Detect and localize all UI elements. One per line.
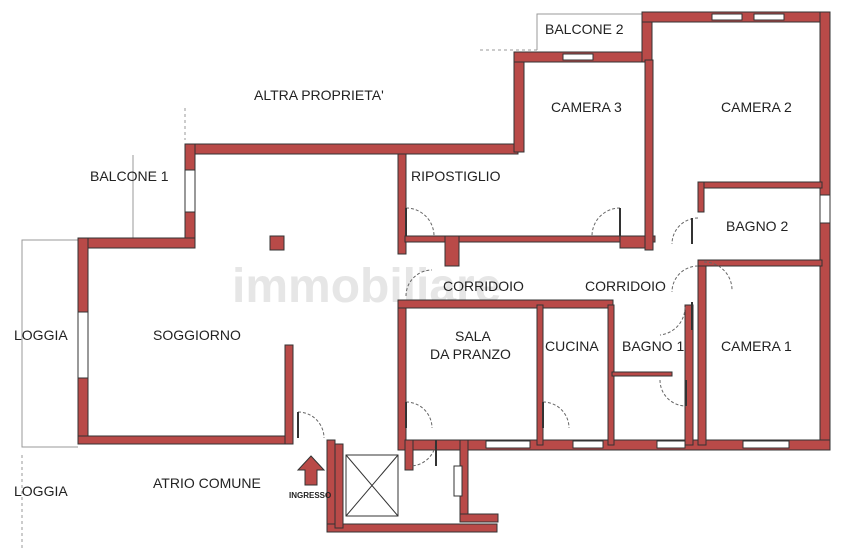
label-cucina: CUCINA bbox=[545, 338, 599, 354]
label-loggia-2: LOGGIA bbox=[14, 483, 68, 499]
door-leaves bbox=[297, 208, 693, 466]
balcony-outlines bbox=[21, 13, 642, 448]
elevator bbox=[345, 454, 399, 517]
label-ingresso: INGRESSO bbox=[289, 491, 331, 500]
label-da-pranzo: DA PRANZO bbox=[430, 346, 511, 362]
label-loggia-1: LOGGIA bbox=[14, 327, 68, 343]
label-bagno-2: BAGNO 2 bbox=[726, 218, 788, 234]
label-camera-1: CAMERA 1 bbox=[721, 338, 792, 354]
label-corridoio-2: CORRIDOIO bbox=[585, 278, 666, 294]
label-camera-2: CAMERA 2 bbox=[721, 99, 792, 115]
label-atrio-comune: ATRIO COMUNE bbox=[153, 475, 261, 491]
label-sala: SALA bbox=[455, 328, 491, 344]
label-balcone-1: BALCONE 1 bbox=[90, 168, 169, 184]
boundary-dashes bbox=[21, 49, 540, 549]
label-bagno-1: BAGNO 1 bbox=[622, 338, 684, 354]
windows bbox=[77, 13, 831, 497]
label-balcone-2: BALCONE 2 bbox=[545, 21, 624, 37]
label-altra-proprieta: ALTRA PROPRIETA' bbox=[254, 87, 384, 103]
label-soggiorno: SOGGIORNO bbox=[153, 327, 241, 343]
label-ripostiglio: RIPOSTIGLIO bbox=[411, 168, 501, 184]
entrance-arrow-icon bbox=[296, 455, 326, 486]
door-swings bbox=[297, 207, 733, 467]
label-camera-3: CAMERA 3 bbox=[551, 99, 622, 115]
label-corridoio-1: CORRIDOIO bbox=[443, 278, 524, 294]
